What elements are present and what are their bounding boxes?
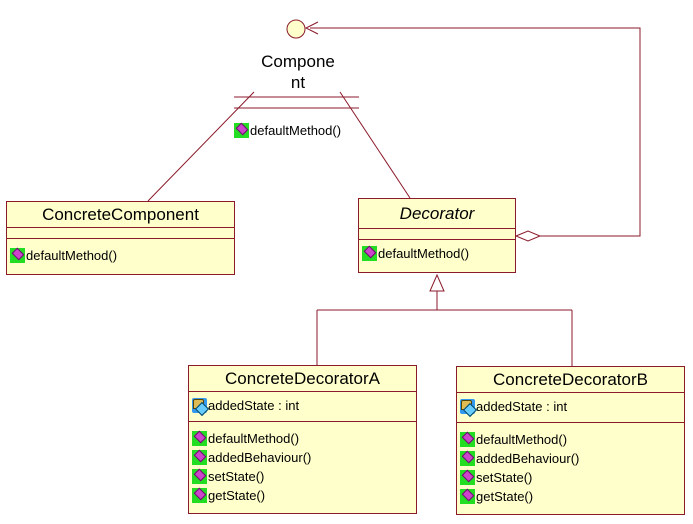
public-operation-icon (192, 450, 207, 465)
operation-row[interactable]: addedBehaviour() (457, 449, 684, 468)
attributes-section (359, 229, 515, 240)
operations-section: defaultMethod() (7, 239, 234, 265)
public-operation-icon (460, 451, 475, 466)
aggregation-diamond (514, 230, 542, 242)
operation-row[interactable]: defaultMethod() (7, 246, 234, 265)
operation-row[interactable]: setState() (457, 468, 684, 487)
operation-label: addedBehaviour() (476, 451, 580, 466)
class-concrete-decorator-b[interactable]: ConcreteDecoratorB addedState : int defa… (456, 366, 685, 515)
operation-label: defaultMethod() (476, 432, 568, 447)
operation-row[interactable]: defaultMethod() (189, 429, 416, 448)
operations-section: defaultMethod() addedBehaviour() setStat… (457, 423, 684, 506)
operation-label: defaultMethod() (26, 248, 118, 263)
private-attribute-icon (460, 399, 475, 414)
interface-name-line1: Compone (261, 52, 335, 71)
attributes-section: addedState : int (189, 392, 416, 422)
operation-row[interactable]: addedBehaviour() (189, 448, 416, 467)
operation-label: getState() (476, 489, 534, 504)
operation-row[interactable]: defaultMethod() (359, 244, 515, 263)
class-name: ConcreteComponent (7, 202, 234, 228)
realization-concrete-component[interactable] (147, 91, 255, 202)
realization-decorator[interactable] (339, 91, 411, 199)
class-decorator[interactable]: Decorator defaultMethod() (358, 198, 516, 273)
public-operation-icon (192, 488, 207, 503)
public-operation-icon (234, 123, 249, 138)
interface-component-label[interactable]: Compone nt (248, 51, 348, 93)
operation-label: getState() (208, 488, 266, 503)
aggregation-arrowhead (304, 21, 319, 35)
class-concrete-component[interactable]: ConcreteComponent defaultMethod() (6, 201, 235, 275)
public-operation-icon (10, 248, 25, 263)
aggregation-line[interactable] (310, 27, 641, 237)
operation-row[interactable]: getState() (457, 487, 684, 506)
attribute-row[interactable]: addedState : int (457, 397, 684, 416)
interface-name-line2: nt (290, 73, 306, 92)
interface-lollipop[interactable] (286, 19, 306, 39)
public-operation-icon (192, 469, 207, 484)
operations-section: defaultMethod() (359, 240, 515, 263)
class-name: Decorator (359, 199, 515, 229)
interface-operation-row[interactable]: defaultMethod() (231, 121, 341, 140)
operation-label: setState() (208, 469, 265, 484)
public-operation-icon (460, 470, 475, 485)
operation-row[interactable]: getState() (189, 486, 416, 505)
operation-row[interactable]: defaultMethod() (457, 430, 684, 449)
operation-label: addedBehaviour() (208, 450, 312, 465)
attributes-section (7, 228, 234, 239)
generalization-triangle (429, 273, 445, 292)
operation-row[interactable]: setState() (189, 467, 416, 486)
public-operation-icon (460, 489, 475, 504)
public-operation-icon (192, 431, 207, 446)
attribute-row[interactable]: addedState : int (189, 396, 416, 415)
operation-label: setState() (476, 470, 533, 485)
operations-section: defaultMethod() addedBehaviour() setStat… (189, 422, 416, 505)
attribute-label: addedState : int (476, 399, 568, 414)
class-name: ConcreteDecoratorA (189, 366, 416, 392)
operation-label: defaultMethod() (208, 431, 300, 446)
public-operation-icon (460, 432, 475, 447)
operation-label: defaultMethod() (250, 123, 342, 138)
private-attribute-icon (192, 398, 207, 413)
public-operation-icon (362, 246, 377, 261)
attribute-label: addedState : int (208, 398, 300, 413)
attributes-section: addedState : int (457, 393, 684, 423)
class-concrete-decorator-a[interactable]: ConcreteDecoratorA addedState : int defa… (188, 365, 417, 514)
class-name: ConcreteDecoratorB (457, 367, 684, 393)
operation-label: defaultMethod() (378, 246, 470, 261)
